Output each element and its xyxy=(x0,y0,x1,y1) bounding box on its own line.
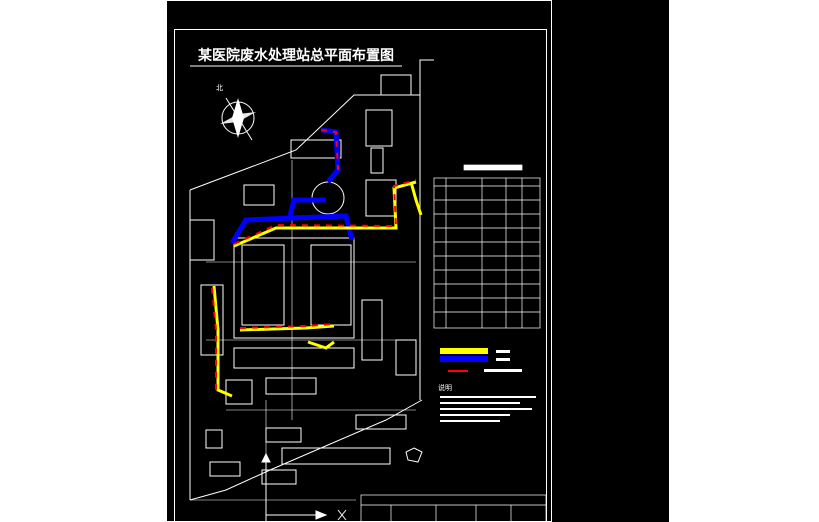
legend-label: 说明 xyxy=(438,383,452,392)
equipment-table xyxy=(433,164,541,329)
drawing-title: 某医院废水处理站总平面布置图 xyxy=(198,47,394,64)
building-blocks xyxy=(189,74,417,485)
right-blank-panel xyxy=(669,0,819,522)
cad-drawing-viewport[interactable]: 某医院废水处理站总平面布置图 北 xyxy=(166,0,669,522)
title-block xyxy=(360,494,547,522)
drawing-outer-border xyxy=(166,0,552,522)
compass-rose-icon xyxy=(405,447,423,463)
left-blank-panel xyxy=(0,0,166,522)
north-label: 北 xyxy=(216,84,223,92)
axis-marks xyxy=(261,452,347,522)
site-plan-drawing: 某医院废水处理站总平面布置图 北 xyxy=(166,0,552,522)
pipeline-red xyxy=(211,129,417,390)
notes-block: 说明 xyxy=(438,383,536,422)
north-arrow-icon: 北 xyxy=(216,84,256,141)
pipe-legend xyxy=(440,348,522,372)
pipeline-yellow xyxy=(212,180,423,398)
site-boundary xyxy=(189,59,434,501)
